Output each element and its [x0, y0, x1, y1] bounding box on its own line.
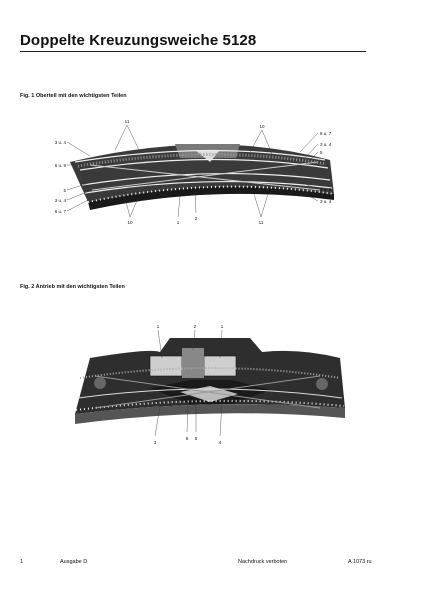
fig1-track-diagram: 11 10 3 u. 4 6 u. 7 3 u. 4 5 6 u. 9 5 3 …	[55, 119, 335, 225]
fig1-turnout-illustration	[70, 144, 335, 210]
fig1-label: 3 u. 4	[320, 142, 332, 147]
fig2-label: 1	[157, 324, 160, 329]
edition-label: Ausgabe D	[60, 559, 88, 565]
fig1-label: 11	[125, 119, 130, 124]
fig1-caption: Fig. 1 Oberteil mit den wichtigsten Teil…	[20, 93, 127, 99]
page-number: 1	[20, 559, 24, 565]
page-title: Doppelte Kreuzungsweiche 5128	[20, 32, 257, 49]
fig1-label: 5	[63, 188, 66, 193]
reprint-notice: Nachdruck verboten	[238, 559, 288, 565]
fig1-label: 3 u. 4	[55, 140, 67, 145]
document-code: A 1073 ru	[348, 559, 372, 565]
fig1-label: 2	[195, 216, 198, 221]
fig1-label: 11	[259, 220, 264, 225]
fig1-label: 6 u. 9	[55, 163, 67, 168]
fig2-drive-diagram: 1 2 1 3 6 5 4	[75, 324, 345, 445]
fig1-label: 10	[259, 124, 265, 129]
fig1-label: 3 u. 4	[320, 199, 332, 204]
fig2-label: 1	[221, 324, 224, 329]
fig2-label: 6	[186, 436, 189, 441]
fig2-label: 3	[154, 440, 157, 445]
fig1-label: 8 u. 9	[320, 187, 332, 192]
fig1-label: 6 u. 7	[55, 209, 67, 214]
fig2-caption: Fig. 2 Antrieb mit den wichtigsten Teile…	[20, 284, 125, 290]
fig2-label: 4	[219, 440, 222, 445]
fig2-leader-lines	[154, 329, 223, 437]
title-rule	[20, 51, 366, 52]
fig1-label: 6 u. 7	[320, 131, 332, 136]
fig1-label: 5	[320, 150, 323, 155]
fig2-drive-illustration	[75, 338, 345, 424]
fig2-label: 5	[195, 436, 198, 441]
fig1-label: 1	[177, 220, 180, 225]
fig2-label: 2	[194, 324, 197, 329]
fig1-label: 10	[127, 220, 133, 225]
fig1-label: 3 u. 4	[55, 198, 67, 203]
fig1-leader-lines	[66, 124, 319, 218]
